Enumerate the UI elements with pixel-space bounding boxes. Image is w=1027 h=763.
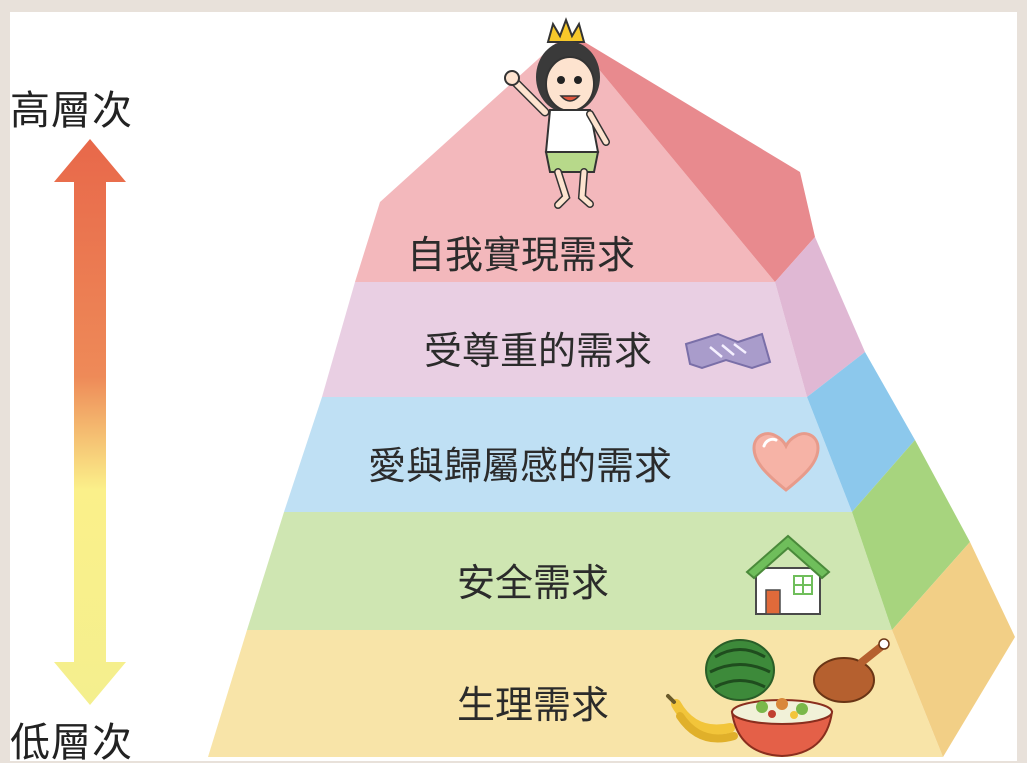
level-3-label: 愛與歸屬感的需求 (368, 444, 673, 488)
low-level-label: 低層次 (10, 720, 133, 761)
level-4-side (852, 440, 970, 630)
pyramid-level-2 (322, 237, 865, 397)
level-1-side (568, 32, 815, 282)
level-4-label: 安全需求 (457, 561, 610, 605)
girl-with-crown-icon (504, 17, 610, 209)
level-3-side (807, 352, 915, 512)
pyramid-level-4 (247, 440, 970, 630)
level-1-label: 自我實現需求 (407, 233, 636, 277)
hierarchy-arrow (54, 139, 126, 705)
level-3-front (284, 397, 852, 512)
level-2-side (775, 237, 865, 397)
pyramid-level-3 (284, 352, 915, 512)
handshake-icon (684, 332, 772, 370)
heart-icon (752, 432, 820, 492)
level-2-label: 受尊重的需求 (424, 329, 653, 373)
house-icon (745, 534, 831, 615)
level-4-front (247, 512, 892, 630)
diagram-canvas (54, 17, 1015, 758)
maslow-pyramid-diagram: 高層次 低層次 自我實現需求 受尊重的需求 愛與歸屬感的需求 安全需求 生理需求 (10, 12, 1017, 761)
food-icon (666, 638, 890, 758)
high-level-label: 高層次 (10, 88, 133, 134)
level-5-side (892, 542, 1015, 757)
level-2-front (322, 282, 807, 397)
level-5-label: 生理需求 (457, 683, 610, 727)
